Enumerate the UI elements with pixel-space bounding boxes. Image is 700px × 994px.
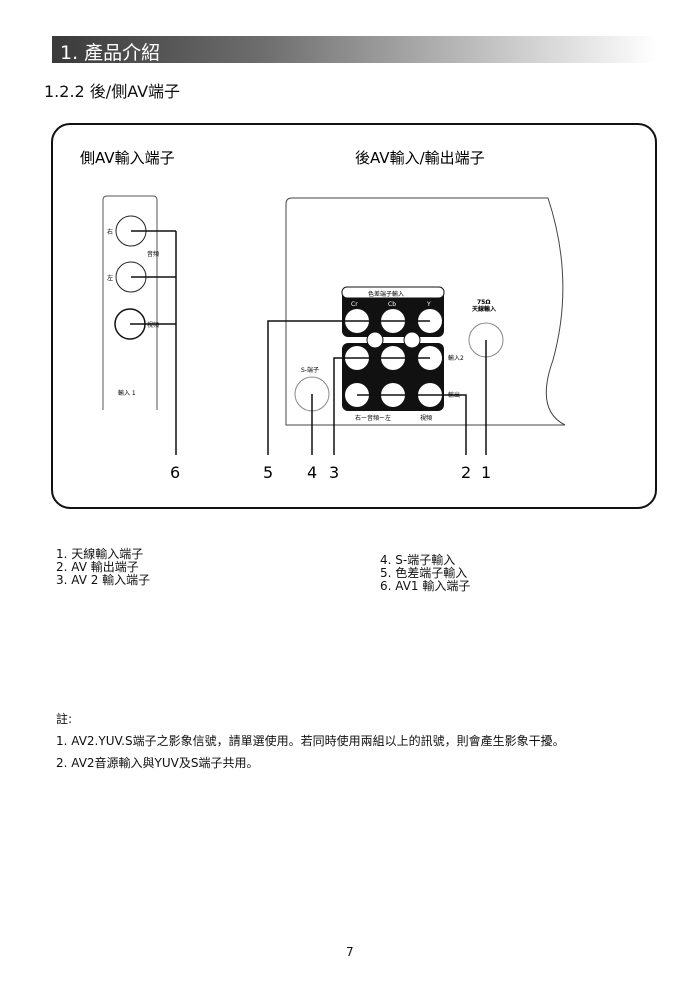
section-header-bar: 1. 產品介紹 (52, 36, 657, 64)
label-input1: 輸入 1 (118, 389, 136, 397)
legend-item: 2. AV 輸出端子 (56, 560, 139, 574)
callout-3: 3 (329, 463, 339, 482)
label-component: 色差端子輸入 (368, 290, 404, 298)
legend-item: 6. AV1 輸入端子 (380, 579, 471, 593)
callout-1: 1 (481, 463, 491, 482)
side-title: 側AV輸入端子 (80, 149, 175, 167)
diagram-frame (51, 123, 657, 509)
legend-left: 1. 天線輸入端子 2. AV 輸出端子 3. AV 2 輸入端子 (56, 548, 150, 587)
label-y: Y (426, 301, 431, 308)
label-audio: 音頻 (147, 250, 159, 258)
callout-5: 5 (263, 463, 273, 482)
notes: 註: 1. AV2.YUV.S端子之影象信號，請單選使用。若同時使用兩組以上的訊… (56, 708, 565, 774)
section-title: 1. 產品介紹 (60, 42, 161, 64)
subsection-title: 1.2.2 後/側AV端子 (44, 82, 181, 101)
label-75ohm: 75Ω (477, 299, 490, 306)
side-av-panel: 右 左 音頻 視頻 輸入 1 (102, 195, 177, 455)
callout-4: 4 (307, 463, 317, 482)
label-video: 視頻 (147, 321, 159, 329)
notes-title: 註: (56, 712, 73, 726)
legend-item: 3. AV 2 輸入端子 (56, 573, 151, 587)
page-number: 7 (346, 945, 354, 959)
legend-item: 1. 天線輸入端子 (56, 547, 144, 561)
label-input2: 輸入2 (448, 354, 464, 362)
legend-right: 4. S-端子輸入 5. 色差端子輸入 6. AV1 輸入端子 (380, 554, 470, 593)
label-left: 左 (107, 274, 113, 282)
rear-av-panel: 色差端子輸入 Cr Cb Y 輸入2 輸出 右ー音頻ー左 視頻 S-端子 75Ω… (267, 197, 566, 455)
callout-2: 2 (461, 463, 471, 482)
note-item: 2. AV2音源輸入與YUV及S端子共用。 (56, 756, 259, 770)
label-rear-video: 視頻 (420, 414, 432, 422)
callout-numbers: 6 5 4 3 2 1 (170, 463, 491, 482)
legend-item: 4. S-端子輸入 (380, 553, 456, 567)
callout-6: 6 (170, 463, 180, 482)
label-cb: Cb (388, 301, 396, 308)
label-svideo: S-端子 (301, 366, 319, 374)
legend-item: 5. 色差端子輸入 (380, 566, 468, 580)
label-right: 右 (107, 228, 113, 236)
label-antenna: 天線輸入 (472, 305, 496, 313)
label-cr: Cr (351, 301, 358, 308)
rear-title: 後AV輸入/輸出端子 (355, 149, 485, 167)
note-item: 1. AV2.YUV.S端子之影象信號，請單選使用。若同時使用兩組以上的訊號，則… (56, 734, 565, 748)
label-audio-rl: 右ー音頻ー左 (355, 414, 391, 422)
